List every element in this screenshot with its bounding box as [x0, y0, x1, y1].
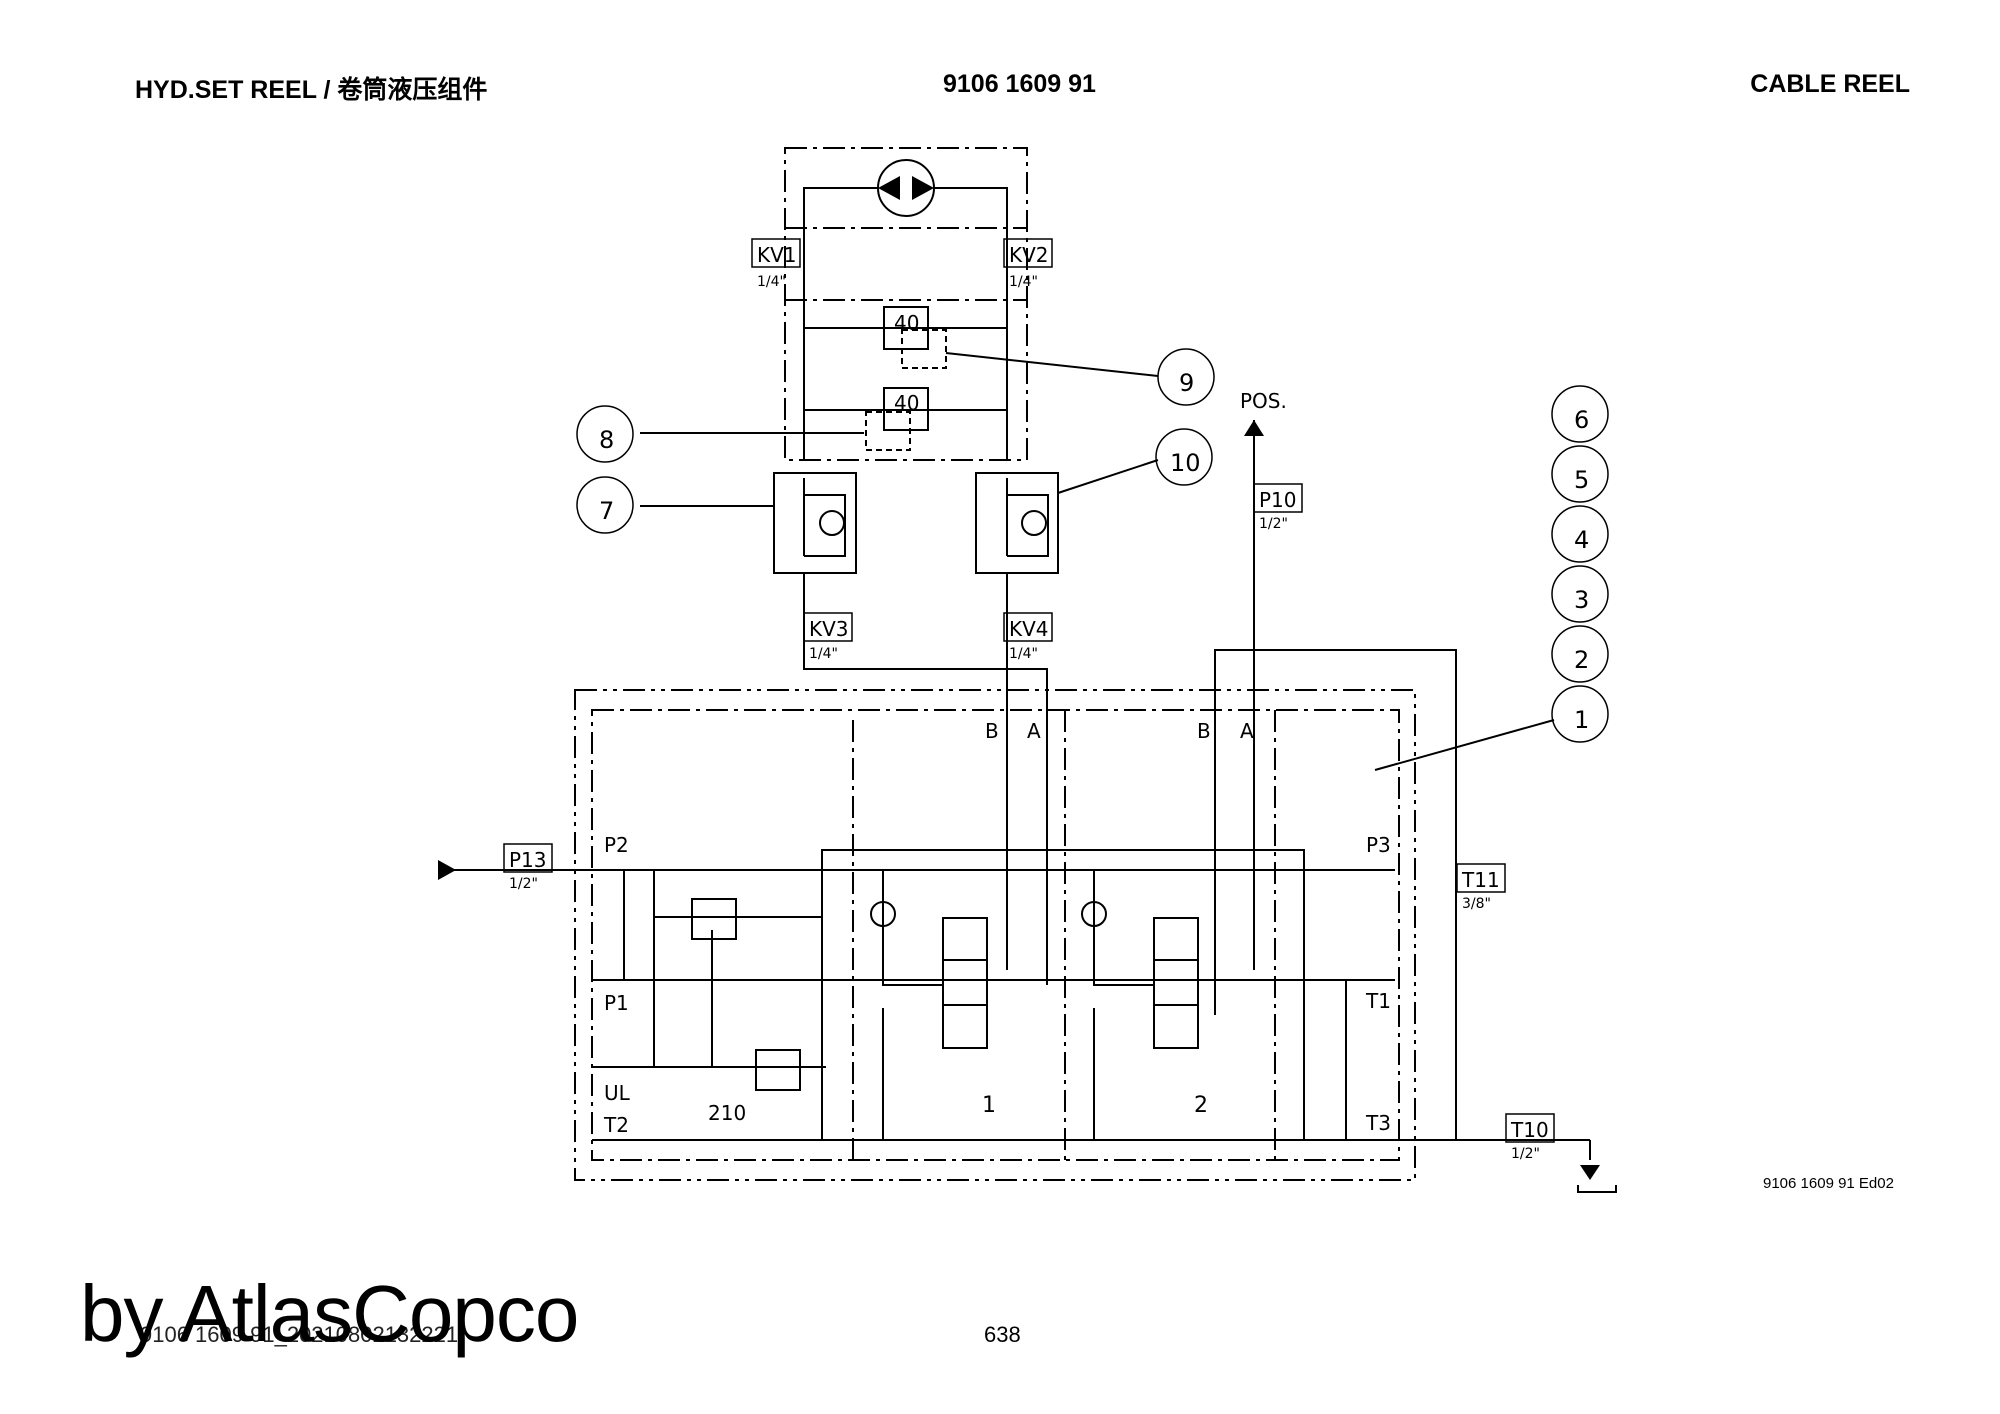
section-1-number: 1 — [982, 1093, 996, 1118]
document-id: 9106 1609 91_20210802132221 — [140, 1322, 459, 1347]
pressure-valve-9 — [883, 306, 929, 350]
port-p2: P2 — [604, 833, 629, 857]
port-kv1-size: 1/4" — [757, 274, 786, 290]
port-t1: T1 — [1365, 989, 1391, 1013]
relief-setting-210: 210 — [708, 1101, 746, 1125]
port-p1: P1 — [604, 991, 629, 1015]
callout-5: 5 — [1574, 466, 1589, 494]
page-number: 638 — [984, 1322, 1021, 1347]
port-t10-label: T10 — [1510, 1118, 1549, 1142]
callout-8: 8 — [599, 426, 614, 454]
port-p10-size: 1/2" — [1259, 516, 1288, 532]
section1-port-b: B — [985, 719, 999, 743]
section1-port-a: A — [1027, 719, 1041, 743]
section-2-number: 2 — [1194, 1093, 1208, 1118]
callout-6: 6 — [1574, 406, 1589, 434]
valve-setting-9: 40 — [894, 311, 919, 335]
port-kv2-label: KV2 — [1009, 243, 1049, 267]
edition-label: 9106 1609 91 Ed02 — [1763, 1175, 1894, 1192]
port-p13-size: 1/2" — [509, 876, 538, 892]
callout-2: 2 — [1574, 646, 1589, 674]
valve-block-outer — [574, 689, 1416, 1181]
port-t10-size: 1/2" — [1511, 1146, 1540, 1162]
port-ul: UL — [604, 1081, 631, 1105]
relief-valve-210 — [755, 1049, 801, 1091]
port-kv4-label: KV4 — [1009, 617, 1049, 641]
check-throttle-valve-7 — [773, 472, 857, 574]
header-part-number: 9106 1609 91 — [943, 70, 1096, 98]
relief-valve-upper — [691, 898, 737, 940]
port-t2: T2 — [603, 1113, 629, 1137]
port-t3: T3 — [1365, 1111, 1391, 1135]
section2-port-a: A — [1240, 719, 1254, 743]
pressure-valve-8 — [883, 387, 929, 431]
valve-block-inner — [591, 709, 1400, 1161]
port-t11-size: 3/8" — [1462, 896, 1491, 912]
pos-label: POS. — [1240, 389, 1287, 413]
motor-enclosure — [784, 147, 1028, 461]
callout-4: 4 — [1574, 526, 1589, 554]
port-t11-label: T11 — [1461, 868, 1500, 892]
port-p10-label: P10 — [1259, 488, 1297, 512]
port-kv4-size: 1/4" — [1009, 646, 1038, 662]
callout-3: 3 — [1574, 586, 1589, 614]
port-kv1-label: KV1 — [757, 243, 797, 267]
directional-valve-1 — [942, 917, 988, 1049]
callout-7: 7 — [599, 497, 614, 525]
callout-1: 1 — [1574, 706, 1589, 734]
port-kv3-size: 1/4" — [809, 646, 838, 662]
section2-port-b: B — [1197, 719, 1211, 743]
directional-valve-2 — [1153, 917, 1199, 1049]
callout-9: 9 — [1179, 369, 1194, 397]
header-left-title: HYD.SET REEL / 卷筒液压组件 — [135, 76, 488, 104]
watermark: by AtlasCopco — [80, 1269, 579, 1358]
header-right-title: CABLE REEL — [1750, 70, 1910, 98]
check-throttle-valve-10 — [975, 472, 1059, 574]
callout-10: 10 — [1170, 449, 1201, 477]
port-kv2-size: 1/4" — [1009, 274, 1038, 290]
port-kv3-label: KV3 — [809, 617, 849, 641]
port-p3: P3 — [1366, 833, 1391, 857]
valve-setting-8: 40 — [894, 391, 919, 415]
port-p13-label: P13 — [509, 848, 547, 872]
